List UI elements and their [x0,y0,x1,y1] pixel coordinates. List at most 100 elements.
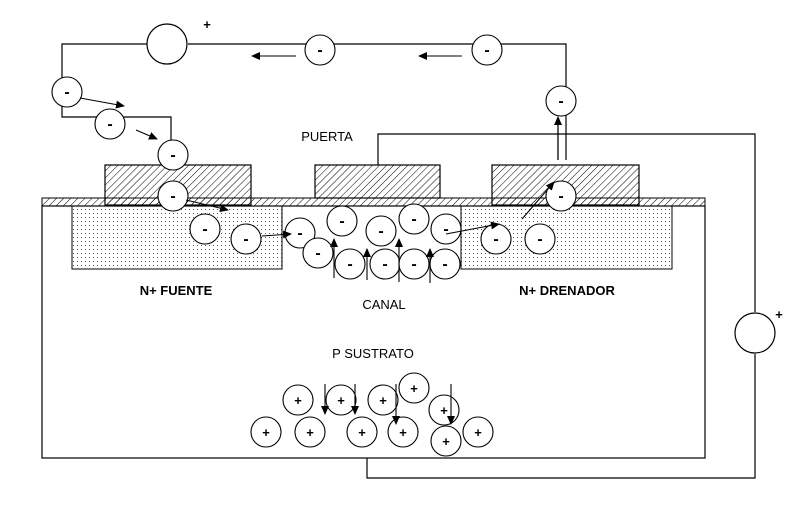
channel-label: CANAL [362,297,405,312]
electron: - [480,223,512,255]
hole: + [387,416,419,448]
hole-sign: + [294,393,302,408]
electron-circle [326,205,358,237]
hole-circle [250,416,282,448]
electron-sign: - [170,147,175,164]
flow-arrow [79,97,125,109]
electron-sign: - [317,42,322,59]
hole-sign: + [262,425,270,440]
hole-circle [430,425,462,457]
drain-label: N+ DRENADOR [519,283,615,298]
electron-sign: - [339,213,344,230]
electron-circle [365,215,397,247]
electron-sign: - [558,93,563,110]
electron: - [429,248,461,280]
electron-sign: - [443,221,448,238]
electron-sign: - [411,211,416,228]
electron-sign: - [107,116,112,133]
electron-sign: - [442,256,447,273]
electron-circle [524,223,556,255]
hole-circle [282,384,314,416]
electron: - [524,223,556,255]
hole: + [250,416,282,448]
hole: + [294,416,326,448]
flow-arrow [135,129,158,140]
hole: + [428,394,460,426]
electron-sign: - [493,231,498,248]
electron: - [398,248,430,280]
hole-sign: + [306,425,314,440]
hole: + [282,384,314,416]
electron-circle [230,223,262,255]
electron-circle [471,34,503,66]
electron-sign: - [558,188,563,205]
hole: + [367,384,399,416]
hole-circle [294,416,326,448]
flow-arrow [261,230,292,239]
hole-circle [398,372,430,404]
gate-label: PUERTA [301,129,353,144]
electron: - [471,34,503,66]
electron-sign: - [411,256,416,273]
electron-circle [157,180,189,212]
electron-sign: - [347,256,352,273]
gate-battery-plus: + [203,17,211,32]
electron-sign: - [202,221,207,238]
hole-sign: + [337,393,345,408]
electron-circle [398,203,430,235]
electron-circle [189,213,221,245]
electron-circle [157,139,189,171]
drain-battery: + [734,307,783,354]
hole-sign: + [410,381,418,396]
holes: +++++++++++ [250,372,494,457]
hole-circle [367,384,399,416]
electron-sign: - [537,231,542,248]
electron-sign: - [382,256,387,273]
hole-sign: + [440,403,448,418]
hole-sign: + [474,425,482,440]
electron-sign: - [170,188,175,205]
substrate-label: P SUSTRATO [332,346,414,361]
hole: + [462,416,494,448]
gate-battery: + [146,17,211,65]
electron-sign: - [243,231,248,248]
flow-arrow [185,199,229,213]
drain-battery-plus: + [775,307,783,322]
hole-sign: + [399,425,407,440]
electron-circle [302,237,334,269]
flow-arrows [79,52,562,425]
electron-circle [334,248,366,280]
electron-circle [94,108,126,140]
hole-circle [346,416,378,448]
electron: - [369,248,401,280]
electron: - [398,203,430,235]
hole: + [398,372,430,404]
electron: - [94,108,126,140]
electron: - [365,215,397,247]
hole: + [430,425,462,457]
electron: - [430,213,462,245]
electron: - [326,205,358,237]
hole: + [325,384,357,416]
hole-circle [325,384,357,416]
hole: + [346,416,378,448]
electron: - [157,139,189,171]
electron: - [302,237,334,269]
electron: - [157,180,189,212]
electron-sign: - [484,42,489,59]
electron-circle [430,213,462,245]
electron: - [334,248,366,280]
electron-circle [51,76,83,108]
hole-circle [462,416,494,448]
source-label: N+ FUENTE [140,283,213,298]
hole-sign: + [442,434,450,449]
electron: - [230,223,262,255]
flow-arrow [521,181,555,220]
electron-sign: - [378,223,383,240]
electron-circle [304,34,336,66]
electron-sign: - [297,225,302,242]
flow-arrow [445,221,500,235]
electron: - [51,76,83,108]
electron-sign: - [315,245,320,262]
